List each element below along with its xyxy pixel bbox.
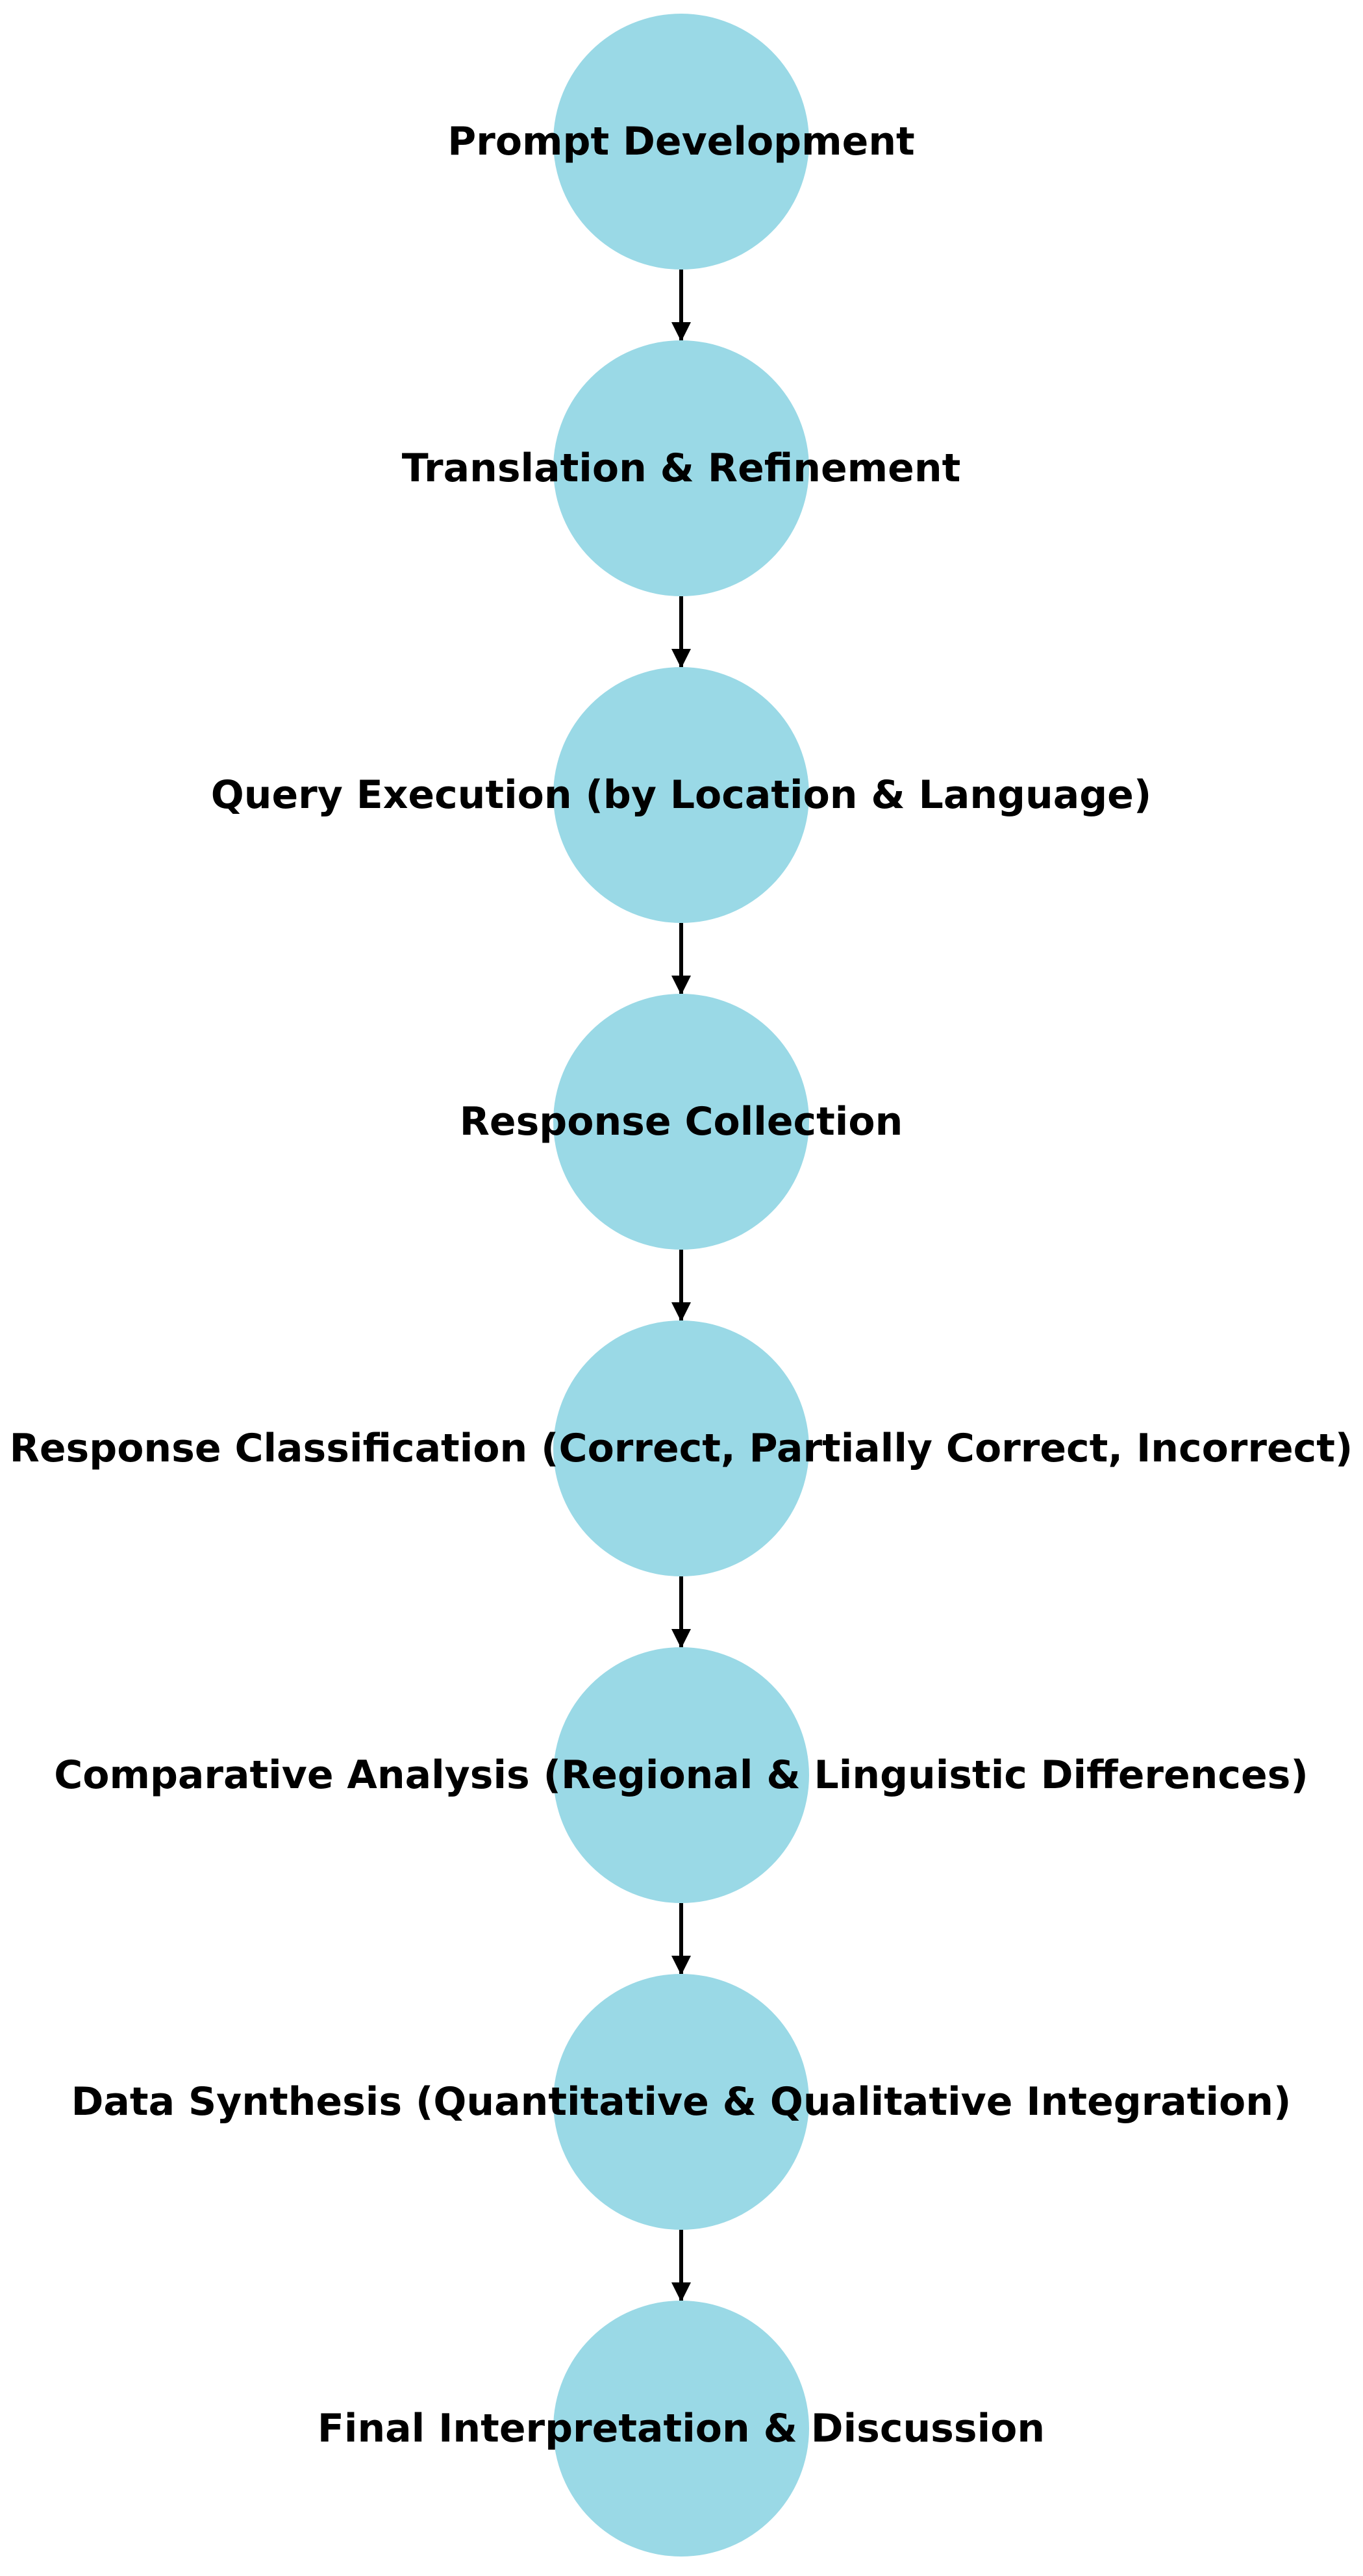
flow-node-circle: [553, 667, 809, 923]
flow-node-1: Prompt Development: [447, 14, 915, 270]
flow-node-7: Data Synthesis (Quantitative & Qualitati…: [71, 1974, 1292, 2230]
flow-node-circle: [553, 1974, 809, 2230]
flow-node-3: Query Execution (by Location & Language): [211, 667, 1152, 923]
flow-node-label: Response Collection: [460, 1099, 903, 1144]
flow-node-label: Prompt Development: [447, 119, 914, 164]
flow-node-circle: [553, 14, 809, 270]
flow-node-label: Response Classification (Correct, Partia…: [10, 1426, 1353, 1471]
flow-node-2: Translation & Refinement: [402, 340, 961, 596]
flow-node-circle: [553, 1647, 809, 1903]
flow-node-circle: [553, 994, 809, 1250]
flow-node-circle: [553, 1320, 809, 1576]
flow-node-label: Final Interpretation & Discussion: [318, 2406, 1045, 2451]
flow-node-circle: [553, 2301, 809, 2557]
flow-node-label: Comparative Analysis (Regional & Linguis…: [54, 1752, 1308, 1798]
flow-node-4: Response Collection: [460, 994, 903, 1250]
flow-node-6: Comparative Analysis (Regional & Linguis…: [54, 1647, 1308, 1903]
flow-node-5: Response Classification (Correct, Partia…: [10, 1320, 1353, 1576]
flow-node-8: Final Interpretation & Discussion: [318, 2301, 1045, 2557]
flow-node-circle: [553, 340, 809, 596]
flow-node-label: Translation & Refinement: [402, 446, 961, 491]
flow-node-label: Query Execution (by Location & Language): [211, 772, 1152, 818]
flow-node-label: Data Synthesis (Quantitative & Qualitati…: [71, 2079, 1292, 2125]
